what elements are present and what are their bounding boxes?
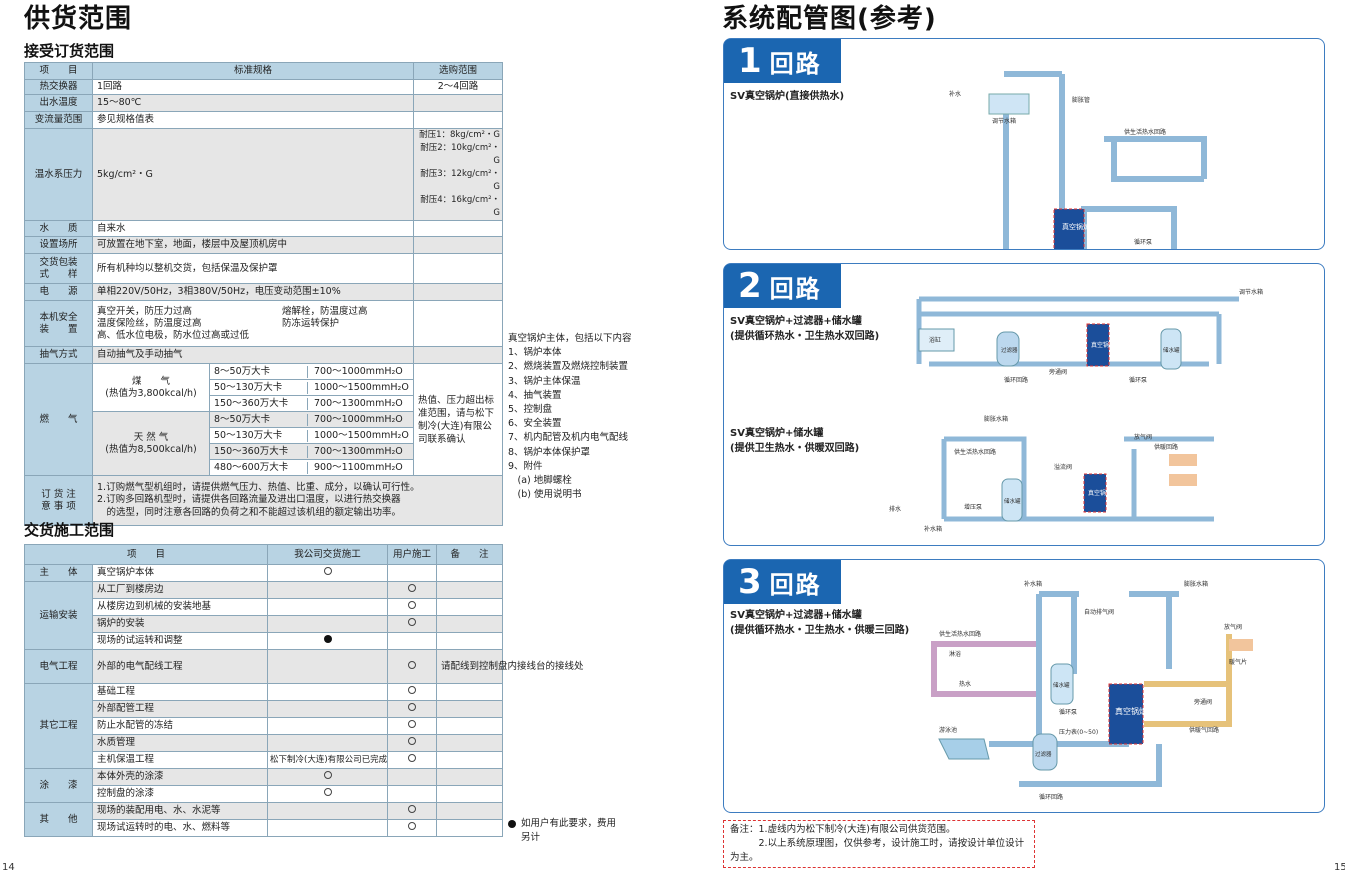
circle-mark — [323, 788, 332, 796]
regulating-tank — [988, 93, 1030, 115]
diagram-1-exp-label: 膨胀管 — [1072, 96, 1090, 104]
diagram-1: 真空锅炉 补水 调节水箱 膨胀管 供生活热水回路 循环泵 — [949, 71, 1207, 249]
svg-text:增压泵: 增压泵 — [964, 503, 982, 511]
circle-mark — [408, 601, 417, 609]
construction-range-table: 项 目我公司交货施工用户施工备 注 主 体真空锅炉本体 运输安装从工厂到楼房边 … — [23, 544, 584, 837]
filter — [996, 331, 1020, 367]
svg-text:淋浴: 淋浴 — [949, 650, 961, 658]
svg-text:膨胀水箱: 膨胀水箱 — [1184, 580, 1208, 588]
svg-text:暖气片: 暖气片 — [1229, 658, 1247, 666]
circle-mark — [408, 805, 417, 813]
circle-mark — [408, 737, 417, 745]
diagram-2b: 真空锅炉 储水罐 供暖回路 放气阀 供生活热水回路 溢流阀 膨胀水箱 排水 补水… — [889, 415, 1214, 533]
svg-text:储水罐: 储水罐 — [1004, 497, 1021, 505]
order-range-heading: 接受订货范围 — [24, 42, 115, 60]
left-page-title: 供货范围 — [24, 4, 133, 34]
svg-text:供暖气回路: 供暖气回路 — [1189, 726, 1219, 734]
svg-text:循环泵: 循环泵 — [1129, 376, 1147, 384]
circle-mark — [408, 754, 417, 762]
storage-tank — [1001, 478, 1023, 522]
circle-mark — [408, 822, 417, 830]
svg-text:放气阀: 放气阀 — [1134, 433, 1152, 441]
svg-text:过滤器: 过滤器 — [1035, 750, 1052, 758]
svg-text:储水罐: 储水罐 — [1163, 346, 1180, 354]
page-number-left: 14 — [2, 862, 15, 873]
svg-text:放气阀: 放气阀 — [1224, 623, 1242, 631]
filled-dot-mark — [508, 820, 516, 828]
storage-tank — [1160, 328, 1182, 370]
svg-text:旁通阀: 旁通阀 — [1194, 698, 1212, 706]
svg-text:溢流阀: 溢流阀 — [1054, 463, 1072, 471]
diagram-1-makeup-label: 补水 — [949, 90, 961, 98]
storage-tank — [1050, 663, 1074, 705]
radiator — [1229, 639, 1253, 651]
boiler-block — [1053, 208, 1085, 249]
boiler-block — [1086, 323, 1110, 367]
pool — [938, 738, 990, 760]
diagram-1-boiler-label: 真空锅炉 — [1062, 222, 1090, 231]
diagram-2a: 浴缸 真空锅炉 过滤器 储水罐 旁通阀 循环回路 循环泵 调节水箱 — [916, 288, 1263, 384]
svg-text:过滤器: 过滤器 — [1001, 346, 1018, 354]
svg-text:浴缸: 浴缸 — [929, 336, 941, 344]
boiler-contents-list: 真空锅炉主体，包括以下内容 1、锅炉本体 2、燃烧装置及燃烧控制装置 3、锅炉主… — [508, 333, 632, 501]
diagram-1-tank-label: 调节水箱 — [992, 117, 1016, 125]
circle-mark — [323, 771, 332, 779]
circle-mark — [408, 686, 417, 694]
right-page-title: 系统配管图(参考) — [722, 4, 937, 34]
page-number-right: 15 — [1334, 862, 1345, 873]
circle-mark — [408, 618, 417, 626]
circle-mark — [408, 703, 417, 711]
radiator — [1169, 474, 1197, 486]
svg-text:真空锅炉: 真空锅炉 — [1088, 489, 1112, 497]
boiler-block — [1083, 473, 1107, 513]
circle-mark — [408, 660, 417, 669]
svg-text:膨胀水箱: 膨胀水箱 — [984, 415, 1008, 423]
filter — [1032, 733, 1058, 771]
svg-text:储水罐: 储水罐 — [1053, 681, 1070, 689]
svg-text:旁通阀: 旁通阀 — [1049, 368, 1067, 376]
svg-text:排水: 排水 — [889, 505, 901, 513]
construction-range-heading: 交货施工范围 — [24, 521, 115, 539]
filled-dot-mark — [323, 635, 332, 643]
bath — [918, 328, 955, 352]
diagram-notes: 备注：1.虚线内为松下制冷(大连)有限公司供货范围。 2.以上系统原理图，仅供参… — [723, 820, 1035, 868]
diagram-1-pump-label: 循环泵 — [1134, 238, 1152, 246]
svg-text:循环回路: 循环回路 — [1039, 793, 1063, 801]
svg-text:真空锅炉: 真空锅炉 — [1091, 341, 1115, 349]
svg-text:自动排气阀: 自动排气阀 — [1084, 608, 1114, 616]
svg-text:供暖回路: 供暖回路 — [1154, 443, 1178, 451]
svg-text:热水: 热水 — [959, 680, 971, 688]
circle-mark — [323, 567, 332, 575]
svg-text:真空锅炉: 真空锅炉 — [1115, 706, 1147, 716]
svg-text:调节水箱: 调节水箱 — [1239, 288, 1263, 296]
svg-text:补水箱: 补水箱 — [924, 525, 942, 533]
svg-text:补水箱: 补水箱 — [1024, 580, 1042, 588]
boiler-block — [1108, 683, 1144, 745]
svg-text:循环泵: 循环泵 — [1059, 708, 1077, 716]
diagram-3: 真空锅炉 储水罐 过滤器 游泳池 淋浴 热水 供生活热水回路 补水箱 膨胀水箱 … — [931, 580, 1253, 801]
svg-text:游泳池: 游泳池 — [939, 726, 957, 734]
svg-text:供生活热水回路: 供生活热水回路 — [954, 448, 996, 456]
svg-text:供生活热水回路: 供生活热水回路 — [939, 630, 981, 638]
svg-text:压力表(0~50): 压力表(0~50) — [1059, 728, 1098, 736]
circle-mark — [408, 720, 417, 728]
circle-mark — [408, 584, 417, 592]
diagram-1-supply-label: 供生活热水回路 — [1124, 128, 1166, 136]
radiator — [1169, 454, 1197, 466]
svg-text:循环回路: 循环回路 — [1004, 376, 1028, 384]
footnote: 如用户有此要求，费用另计 — [508, 817, 620, 845]
